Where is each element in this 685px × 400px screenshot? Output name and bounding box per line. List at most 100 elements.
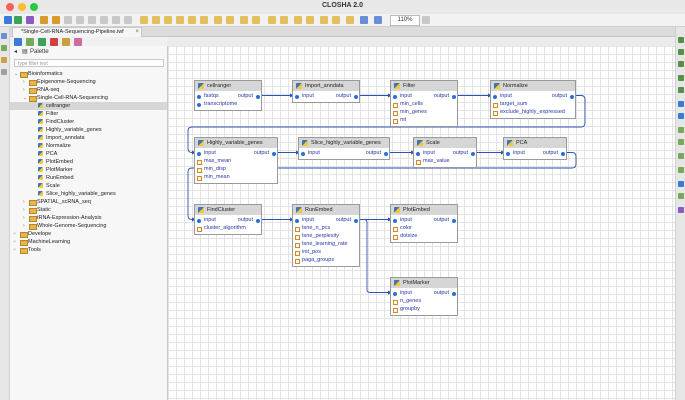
input-port[interactable] xyxy=(416,151,420,156)
parameter-port[interactable] xyxy=(393,234,398,240)
redo-icon[interactable] xyxy=(124,16,132,24)
route-icon[interactable] xyxy=(306,16,314,24)
parameter-port[interactable] xyxy=(393,307,398,313)
input-port[interactable] xyxy=(197,94,201,99)
chevron-down-icon[interactable]: ⌄ xyxy=(14,71,19,77)
files-icon[interactable] xyxy=(1,57,7,63)
input-port[interactable] xyxy=(393,94,397,99)
output-port[interactable] xyxy=(354,94,358,99)
save-icon[interactable] xyxy=(40,16,48,24)
parameter-port[interactable] xyxy=(416,159,421,165)
node-header[interactable]: FindCluster xyxy=(195,205,261,215)
link-runembed-plotmarker[interactable] xyxy=(359,219,389,293)
save-workflow-icon[interactable] xyxy=(26,38,34,46)
tree-folder[interactable]: ›MachineLearning xyxy=(10,238,167,246)
parameter-port[interactable] xyxy=(295,226,300,232)
tree-program-item[interactable]: RunEmbed xyxy=(10,174,167,182)
input-port[interactable] xyxy=(493,94,497,99)
group-icon[interactable] xyxy=(320,16,328,24)
tree-program-item[interactable]: Normalize xyxy=(10,142,167,150)
chevron-right-icon[interactable]: › xyxy=(23,79,25,85)
distribute-v-icon[interactable] xyxy=(252,16,260,24)
align-left-icon[interactable] xyxy=(140,16,148,24)
tree-program-item[interactable]: cellranger xyxy=(10,102,167,110)
delete-icon[interactable] xyxy=(100,16,108,24)
node-header[interactable]: PlotEmbed xyxy=(391,205,457,215)
paste-icon[interactable] xyxy=(88,16,96,24)
console-icon[interactable] xyxy=(678,87,684,93)
parameter-port[interactable] xyxy=(295,242,300,248)
zoom-out-icon[interactable] xyxy=(374,16,382,24)
chevron-right-icon[interactable]: › xyxy=(23,199,25,205)
parameter-port[interactable] xyxy=(393,118,398,124)
input-port[interactable] xyxy=(197,151,201,156)
history-icon[interactable] xyxy=(1,69,7,75)
node-header[interactable]: Normalize xyxy=(491,81,575,91)
palette-filter-input[interactable]: type filter text xyxy=(14,59,164,67)
minimize-window-button[interactable] xyxy=(18,3,26,11)
stop-workflow-icon[interactable] xyxy=(50,38,58,46)
pause-workflow-icon[interactable] xyxy=(62,38,70,46)
align-bottom-icon[interactable] xyxy=(200,16,208,24)
link-pca-findcluster[interactable] xyxy=(187,152,577,220)
align-middle-icon[interactable] xyxy=(188,16,196,24)
layout-icon[interactable] xyxy=(294,16,302,24)
tree-program-item[interactable]: Scale xyxy=(10,182,167,190)
tree-folder[interactable]: ›RNA-seq xyxy=(10,86,167,94)
tree-folder[interactable]: ⌄Bioinformatics xyxy=(10,70,167,78)
chevron-right-icon[interactable]: › xyxy=(23,207,25,213)
node-header[interactable]: PlotMarker xyxy=(391,278,457,288)
project-icon[interactable] xyxy=(1,45,7,51)
data-icon[interactable] xyxy=(678,127,684,133)
log-icon[interactable] xyxy=(678,75,684,81)
parameter-port[interactable] xyxy=(295,234,300,240)
tree-program-item[interactable]: Filter xyxy=(10,110,167,118)
zoom-dropdown-icon[interactable] xyxy=(422,16,430,24)
new-workflow-icon[interactable] xyxy=(4,16,12,24)
output-port[interactable] xyxy=(452,218,456,223)
undo-icon[interactable] xyxy=(112,16,120,24)
open-icon[interactable] xyxy=(14,16,22,24)
node-header[interactable]: RunEmbed xyxy=(293,205,359,215)
transfer-icon[interactable] xyxy=(678,153,684,159)
tree-folder[interactable]: ⌄Single-Cell-RNA-Sequencing xyxy=(10,94,167,102)
tree-folder[interactable]: ›SPATIAL_scRNA_seq xyxy=(10,198,167,206)
parameter-port[interactable] xyxy=(197,226,202,232)
node-header[interactable]: Filter xyxy=(391,81,457,91)
output-port[interactable] xyxy=(471,151,475,156)
output-port[interactable] xyxy=(452,291,456,296)
input-port[interactable] xyxy=(197,102,201,107)
run-view-icon[interactable] xyxy=(678,37,684,43)
upload-icon[interactable] xyxy=(678,167,684,173)
tab-single-cell-pipeline[interactable]: *Single-Cell-RNA-Sequencing-Pipeline.iwf… xyxy=(12,27,142,37)
tree-folder[interactable]: ›Develope xyxy=(10,230,167,238)
tree-program-item[interactable]: PCA xyxy=(10,150,167,158)
tree-folder[interactable]: ›Tools xyxy=(10,246,167,254)
output-port[interactable] xyxy=(354,218,358,223)
tree-program-item[interactable]: PlotMarker xyxy=(10,166,167,174)
tree-folder[interactable]: ›tRNA-Expression-Analysis xyxy=(10,214,167,222)
input-port[interactable] xyxy=(506,151,510,156)
close-window-button[interactable] xyxy=(6,3,14,11)
tree-program-item[interactable]: Import_anndata xyxy=(10,134,167,142)
chart-icon[interactable] xyxy=(678,193,684,199)
chevron-right-icon[interactable]: › xyxy=(23,223,25,229)
parameter-port[interactable] xyxy=(393,102,398,108)
cut-icon[interactable] xyxy=(64,16,72,24)
output-port[interactable] xyxy=(272,151,276,156)
input-port[interactable] xyxy=(295,94,299,99)
align-right-icon[interactable] xyxy=(164,16,172,24)
parameter-port[interactable] xyxy=(393,110,398,116)
export-icon[interactable] xyxy=(346,16,354,24)
collapse-palette-icon[interactable]: ◂ xyxy=(14,49,18,55)
output-port[interactable] xyxy=(384,151,388,156)
